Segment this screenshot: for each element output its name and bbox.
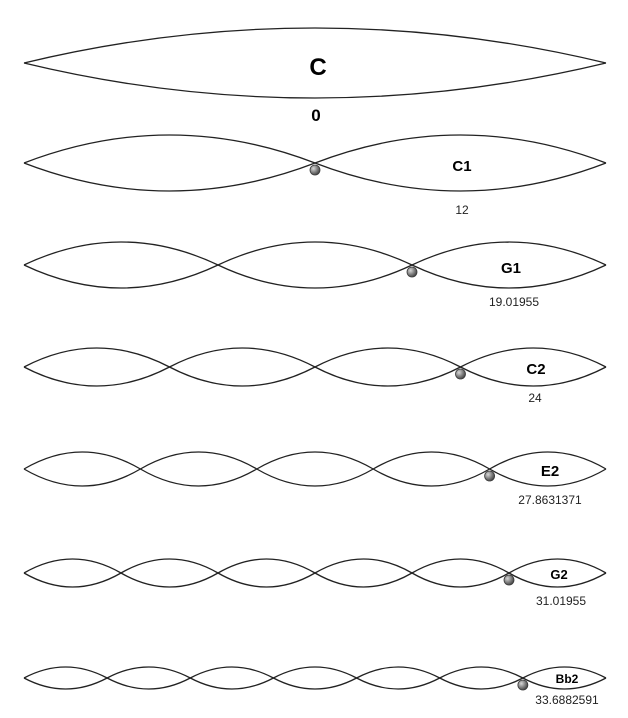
cents-label: 33.6882591 [535, 693, 599, 707]
node-marker [484, 470, 496, 482]
note-label: Bb2 [556, 672, 579, 686]
cents-label: 19.01955 [489, 295, 539, 309]
harmonic-row: G1 19.01955 [23, 241, 607, 309]
node-marker [406, 266, 418, 278]
harmonic-row: C0 [23, 27, 607, 125]
node-marker [309, 164, 321, 176]
harmonic-row: C2 24 [23, 347, 607, 405]
cents-label: 24 [528, 391, 542, 405]
node-marker [455, 368, 466, 380]
string-upper-curve [23, 451, 607, 487]
string-upper-curve [23, 27, 607, 64]
harmonic-row: Bb2 33.6882591 [23, 666, 607, 707]
note-label: E2 [541, 463, 559, 480]
string-upper-curve [23, 666, 607, 690]
string-lower-curve [23, 347, 607, 387]
string-lower-curve [23, 666, 607, 690]
node-marker [503, 574, 515, 586]
string-lower-curve [23, 62, 607, 99]
note-label: C [309, 54, 326, 81]
harmonic-row: G2 31.01955 [23, 558, 607, 608]
note-label: G1 [501, 260, 521, 277]
string-lower-curve [23, 451, 607, 487]
string-upper-curve [23, 241, 607, 289]
cents-label: 27.8631371 [518, 493, 582, 507]
cents-label: 12 [455, 203, 469, 217]
note-label: C1 [452, 158, 471, 175]
string-lower-curve [23, 241, 607, 289]
cents-label: 0 [311, 106, 320, 125]
harmonic-row: E2 27.8631371 [23, 451, 607, 507]
note-label: C2 [526, 361, 545, 378]
note-label: G2 [550, 567, 567, 582]
harmonic-row: C1 12 [23, 134, 607, 217]
cents-label: 31.01955 [536, 594, 586, 608]
string-lower-curve [23, 134, 607, 192]
string-lower-curve [23, 558, 607, 588]
node-marker [517, 679, 529, 691]
